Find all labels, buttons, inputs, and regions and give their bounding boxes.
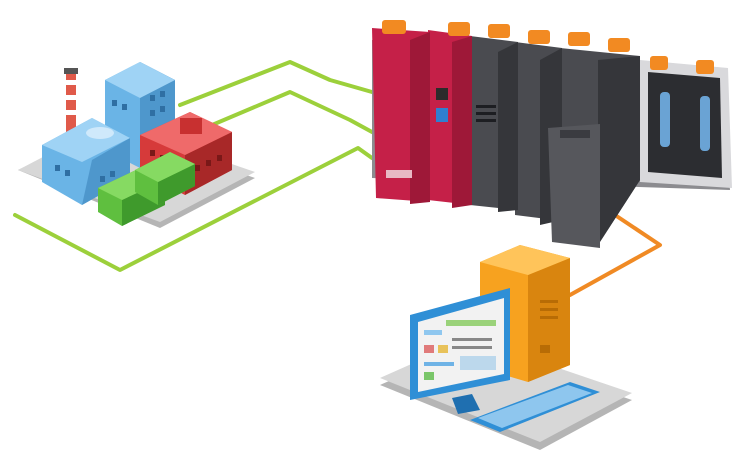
monitor-screen-content [424,320,496,380]
modular-plc-rack-icon [372,20,732,248]
plc-io-module [470,24,518,212]
pc-connection-line [568,203,662,297]
pc-monitor [410,288,510,414]
desktop-computer-icon [380,245,632,450]
field-network-line-1 [178,60,374,107]
plc-power-module [372,20,430,204]
pc-keyboard [470,382,600,432]
field-network-links [13,60,374,272]
factory-buildings-icon [18,62,255,228]
field-network-line-3 [13,146,374,272]
field-network-line-2 [203,90,374,134]
plc-cpu-module [428,22,472,208]
